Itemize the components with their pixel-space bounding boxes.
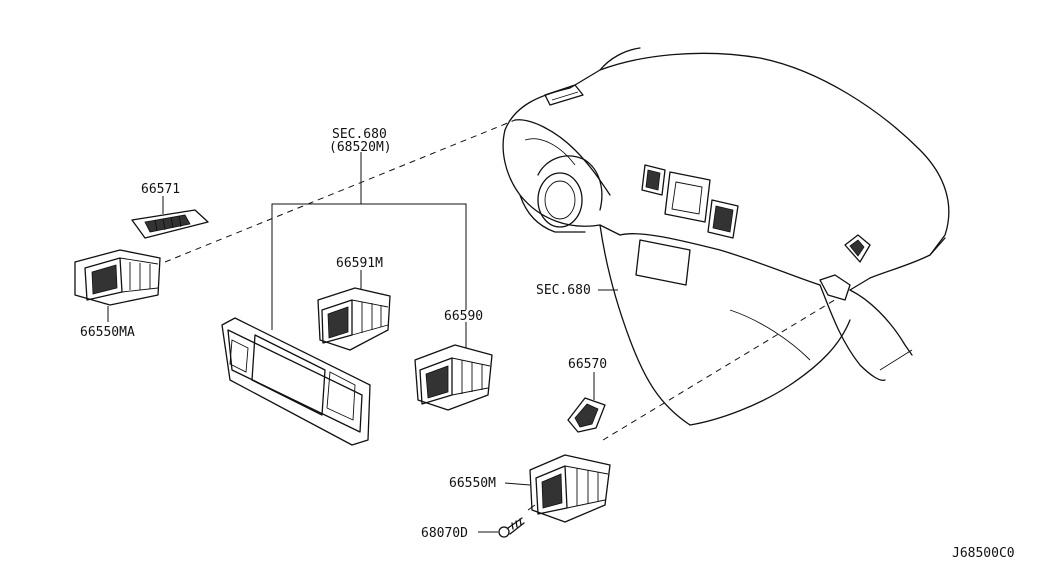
part-66550m	[529, 454, 611, 523]
label-66550m: 66550M	[449, 476, 496, 491]
install-line-66550ma	[164, 119, 516, 263]
label-66570: 66570	[568, 357, 607, 372]
label-66550ma: 66550MA	[80, 325, 135, 340]
diagram-id: J68500C0	[952, 546, 1015, 561]
instrument-panel	[502, 47, 950, 426]
part-66571	[131, 209, 209, 239]
center-bezel	[221, 317, 371, 446]
label-sec680: SEC.680	[536, 283, 591, 298]
part-66590	[414, 344, 493, 411]
label-sec680-68520m-line2: (68520M)	[329, 140, 392, 155]
install-line-66550m	[602, 297, 839, 441]
label-68070d: 68070D	[421, 526, 468, 541]
part-66591m	[317, 287, 391, 351]
label-66571: 66571	[141, 182, 180, 197]
part-68070d-screw	[498, 517, 525, 538]
part-66550ma	[74, 249, 161, 306]
label-66591m: 66591M	[336, 256, 383, 271]
group-bracket	[271, 203, 467, 330]
part-66570	[567, 397, 606, 433]
label-sec680-68520m-line1: SEC.680	[332, 127, 387, 142]
label-66590: 66590	[444, 309, 483, 324]
